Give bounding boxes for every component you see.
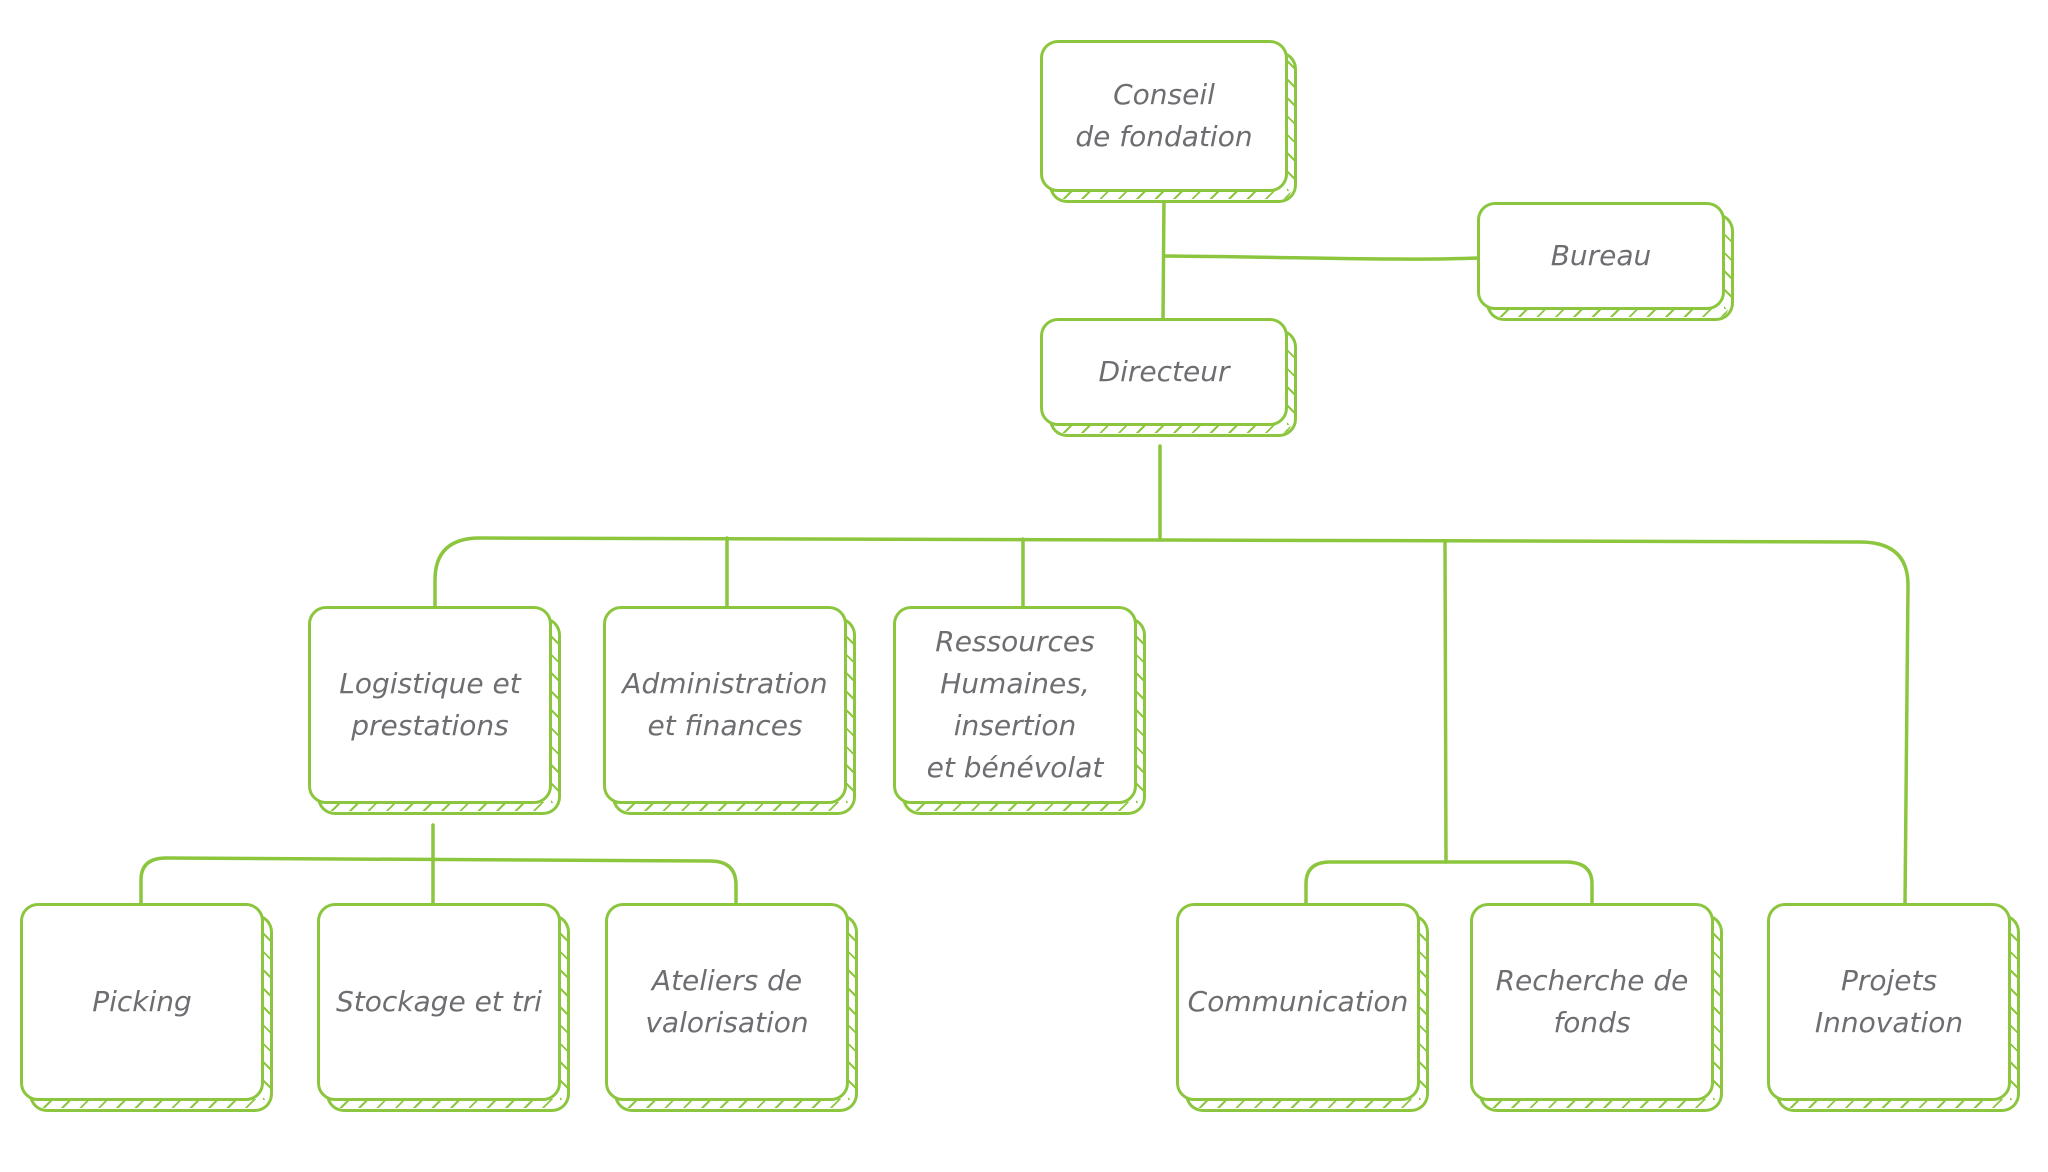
node-label: Communication — [1187, 985, 1409, 1018]
node-label: Stockage et tri — [336, 985, 542, 1018]
node-administration-et-finances: Administration et finances — [603, 606, 854, 811]
node-label: Ressources Humaines, insertion et bénévo… — [926, 625, 1104, 784]
node-label: Bureau — [1550, 239, 1652, 272]
node-label: Recherche de fonds — [1495, 964, 1689, 1039]
connector-bureau — [1162, 254, 1480, 261]
node-label: Ateliers de valorisation — [645, 964, 809, 1039]
node-logistique-et-prestations: Logistique et prestations — [308, 606, 559, 811]
connector-conseil-directeur — [1161, 193, 1166, 324]
node-communication: Communication — [1176, 903, 1427, 1108]
node-label: Projets Innovation — [1814, 964, 1964, 1039]
connector-main-bus — [433, 536, 1910, 906]
node-conseil-de-fondation: Conseil de fondation — [1040, 40, 1295, 199]
connector-logistique-bus — [139, 856, 738, 907]
node-ateliers-de-valorisation: Ateliers de valorisation — [605, 903, 856, 1108]
node-recherche-de-fonds: Recherche de fonds — [1470, 903, 1721, 1108]
node-label: Logistique et prestations — [339, 667, 521, 742]
node-label: Administration et finances — [622, 667, 828, 742]
node-ressources-humaines: Ressources Humaines, insertion et bénévo… — [893, 606, 1144, 811]
node-label: Conseil de fondation — [1075, 78, 1253, 153]
node-label: Directeur — [1098, 355, 1230, 388]
node-label: Picking — [92, 985, 192, 1018]
node-stockage-et-tri: Stockage et tri — [317, 903, 568, 1108]
node-projets-innovation: Projets Innovation — [1767, 903, 2018, 1108]
connector-communication-group — [1443, 539, 1448, 864]
connector-comm-recherche-bus — [1304, 860, 1594, 907]
node-directeur: Directeur — [1040, 318, 1295, 433]
node-picking: Picking — [20, 903, 271, 1108]
node-bureau: Bureau — [1477, 202, 1732, 317]
